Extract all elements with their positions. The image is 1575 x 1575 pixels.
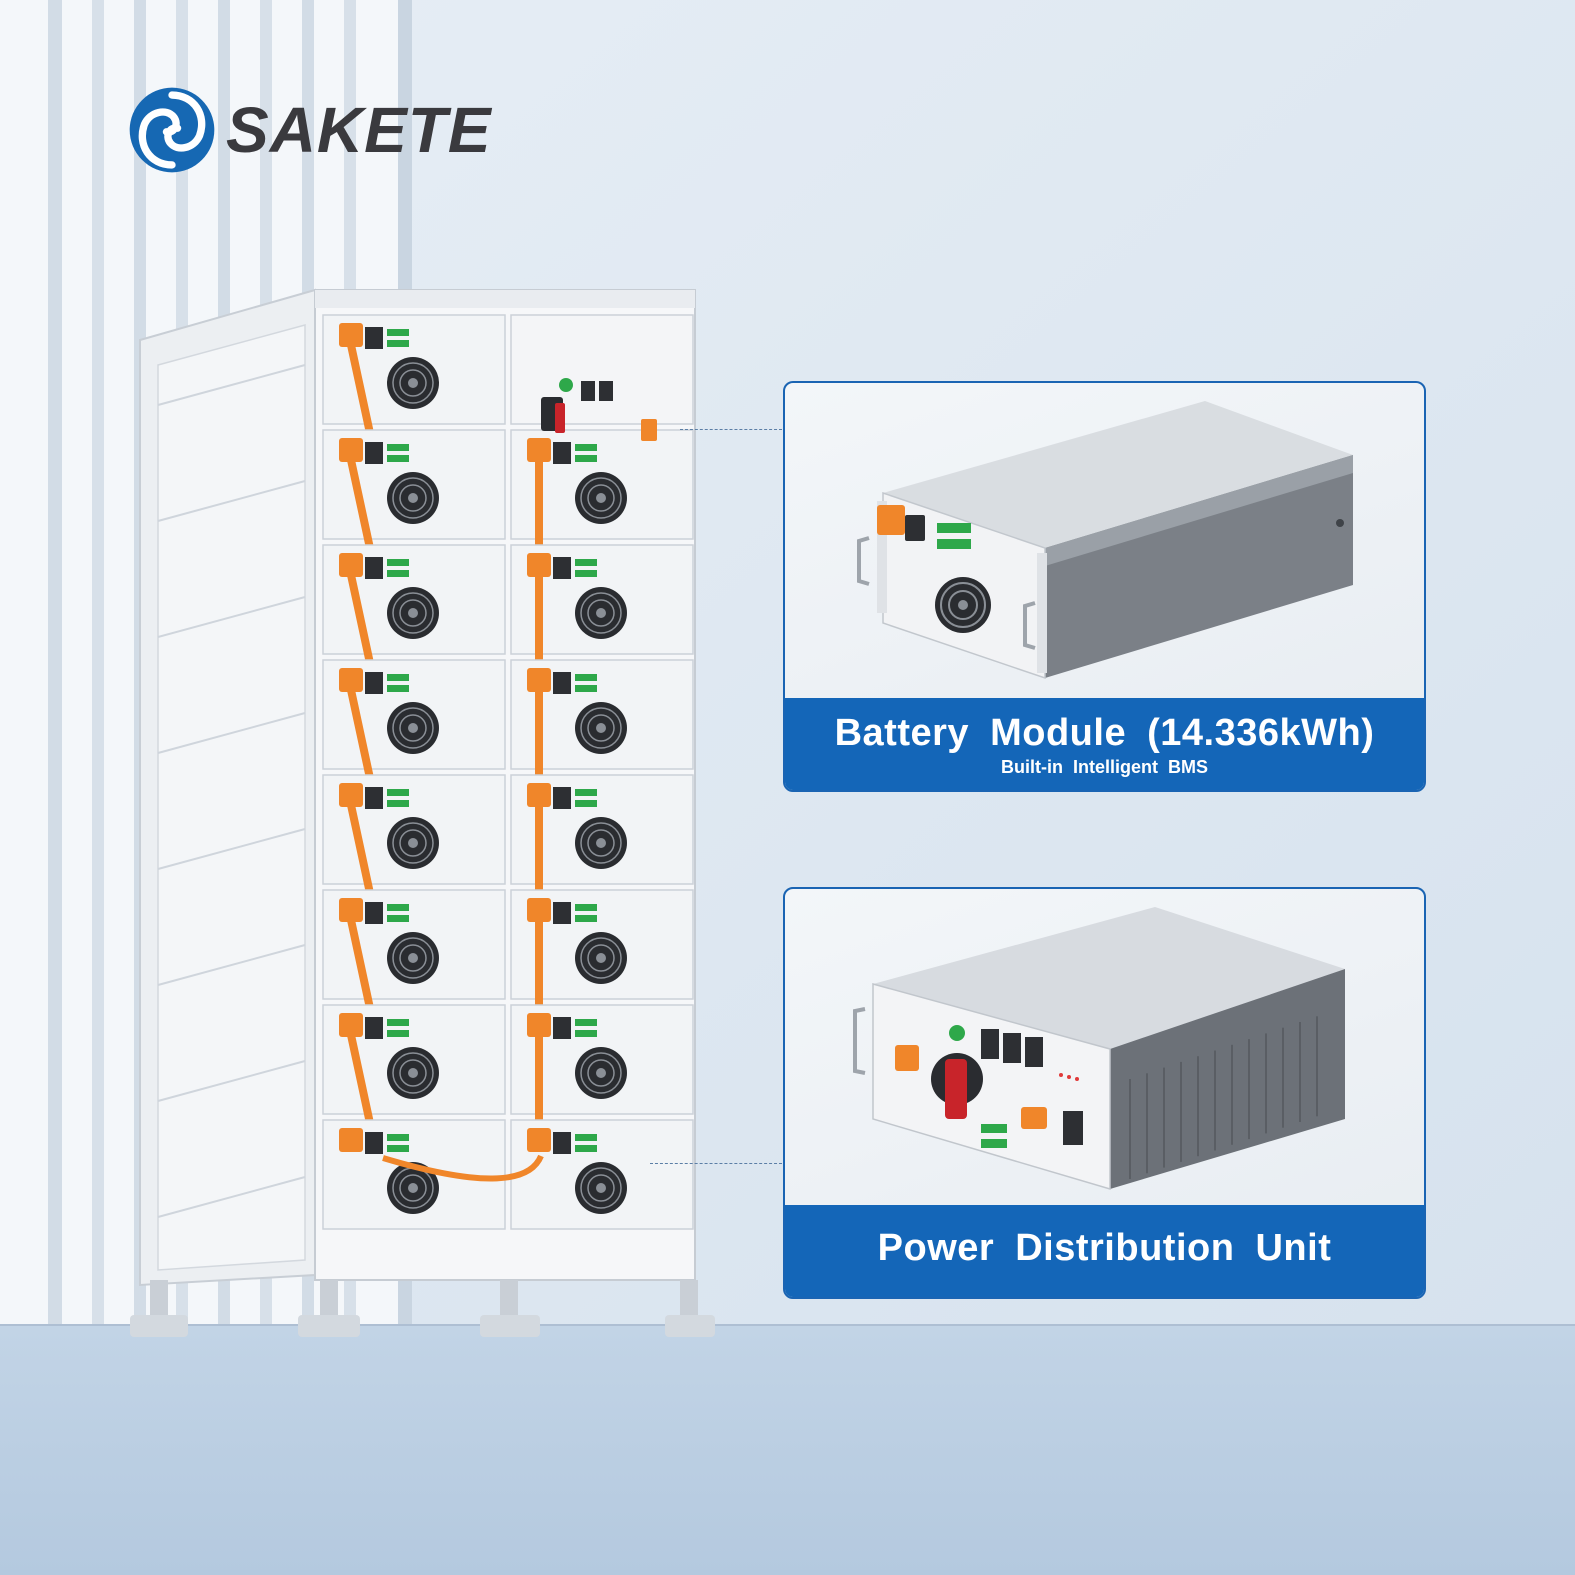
battery-module-slot [322,774,506,885]
fan-icon [387,1162,439,1214]
battery-module-slot [322,544,506,655]
fan-icon [575,1162,627,1214]
fan-icon [575,817,627,869]
power-distribution-unit-banner: Power Distribution Unit [785,1205,1424,1297]
cable [347,456,375,557]
power-distribution-unit-photo [853,907,1345,1191]
pdu-slot [510,314,694,441]
power-switch-icon [945,1059,967,1119]
brand-name: SAKETE [226,94,492,166]
battery-module-banner: Battery Module (14.336kWh) Built-in Inte… [785,698,1424,790]
floor [0,1325,1575,1575]
power-distribution-unit-title: Power Distribution Unit [877,1227,1332,1269]
fan-icon [387,1047,439,1099]
fan-icon [387,587,439,639]
fan-icon [387,702,439,754]
fan-icon [575,702,627,754]
power-distribution-unit-card: Power Distribution Unit [783,887,1426,1299]
cable [347,1031,375,1132]
brand-logo: SAKETE [126,80,492,180]
cable [347,571,375,672]
battery-module-slot [322,1119,506,1230]
fan-icon [387,817,439,869]
cable [382,1154,544,1182]
battery-module-slot [510,1119,694,1230]
fan-icon [387,357,439,409]
battery-module-slot [322,314,506,425]
battery-module-slot [322,659,506,770]
fan-icon [387,932,439,984]
cable [347,686,375,787]
battery-module-subtitle: Built-in Intelligent BMS [1001,757,1208,777]
power-switch-icon [555,403,565,433]
battery-module-photo [857,401,1353,680]
fan-icon [575,472,627,524]
fan-icon [575,1047,627,1099]
fan-icon [575,932,627,984]
battery-rack-illustration [130,288,715,1337]
cable [347,916,375,1017]
cable [347,801,375,902]
cable [347,341,375,442]
battery-module-slot [322,429,506,540]
battery-module-slot [322,1004,506,1115]
fan-icon [387,472,439,524]
leader-line-pdu [650,1163,782,1164]
leader-line-battery [680,429,782,430]
battery-module-title: Battery Module (14.336kWh) [834,712,1375,754]
battery-module-card: Battery Module (14.336kWh) Built-in Inte… [783,381,1426,792]
swirl-logo-icon [129,87,215,173]
fan-icon [575,587,627,639]
battery-module-slot [322,889,506,1000]
